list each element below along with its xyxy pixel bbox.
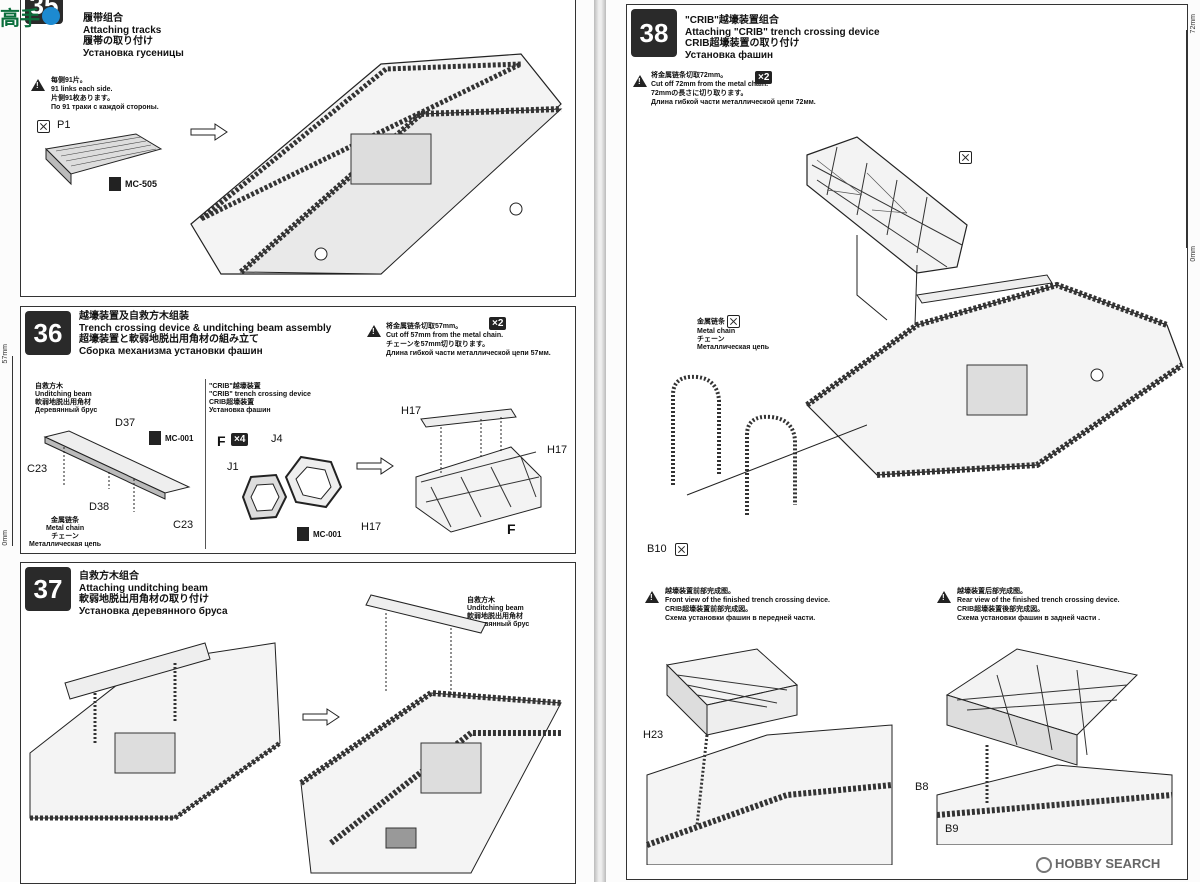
title-jp: 履帯の取り付け bbox=[83, 36, 153, 47]
part-h17-top: H17 bbox=[401, 405, 422, 417]
f-quantity-badge: ×4 bbox=[231, 433, 249, 446]
title-en: Attaching tracks bbox=[83, 24, 162, 36]
crib-device-illustration bbox=[806, 136, 968, 274]
quantity-badge: ×2 bbox=[489, 317, 507, 330]
watermark-logo: 高手 bbox=[0, 4, 60, 30]
unditching-beam-label: 自救方木 Unditching beam 軟弱地脱出用角材 Деревянный… bbox=[467, 597, 530, 628]
arrow-icon bbox=[190, 123, 228, 141]
cut-icon bbox=[959, 151, 972, 164]
arrow-icon bbox=[356, 457, 394, 475]
part-p1: P1 bbox=[57, 119, 71, 131]
crib-end-frames-illustration bbox=[241, 455, 343, 521]
step-37-panel: 37 自救方木组合 Attaching unditching beam 軟弱地脱… bbox=[20, 562, 576, 884]
warning-icon bbox=[645, 591, 659, 603]
hobby-search-icon bbox=[1036, 856, 1052, 873]
part-f: F bbox=[507, 521, 516, 537]
ruler-line-left bbox=[12, 356, 13, 546]
track-links-illustration bbox=[44, 133, 163, 186]
step-37-title: 自救方木组合 Attaching unditching beam 軟弱地脱出用角… bbox=[79, 571, 228, 617]
title-cn: 履带组合 bbox=[83, 13, 123, 24]
ruler-0mm-left: 0mm bbox=[2, 530, 9, 546]
ruler-line-right bbox=[1186, 30, 1187, 248]
quantity-badge: ×2 bbox=[755, 71, 773, 84]
step-36-number: 36 bbox=[25, 311, 71, 355]
part-b9: B9 bbox=[945, 823, 959, 835]
part-d38: D38 bbox=[89, 501, 110, 513]
glue-icon bbox=[109, 177, 121, 191]
crib-label: "CRIB"越壕装置 "CRIB" trench crossing device… bbox=[209, 383, 311, 414]
step-35-title: 履带组合 Attaching tracks 履帯の取り付け Установка … bbox=[83, 13, 184, 59]
tank-with-tracks-illustration bbox=[190, 53, 563, 275]
glue-icon bbox=[149, 431, 161, 445]
unditching-beam-label: 自救方木 Unditching beam 軟弱地脱出用角材 Деревянный… bbox=[35, 383, 98, 414]
part-h17-bottom: H17 bbox=[361, 521, 382, 533]
ruler-57mm: 57mm bbox=[2, 344, 9, 364]
title-ru: Установка гусеницы bbox=[83, 47, 184, 59]
part-c23-left: C23 bbox=[27, 463, 48, 475]
warning-icon bbox=[31, 79, 45, 91]
step-36-panel: 36 越壕装置及自救方木组装 Trench crossing device & … bbox=[20, 306, 576, 554]
warning-icon bbox=[633, 75, 647, 87]
step-36-note: 将金属链条切取57mm。 Cut off 57mm from the metal… bbox=[386, 323, 551, 357]
glue-label: MC-001 bbox=[165, 434, 194, 443]
step-38-panel: 38 "CRIB"越壕装置组合 Attaching "CRIB" trench … bbox=[626, 4, 1188, 880]
hobby-search-logo: HOBBY SEARCH bbox=[1036, 856, 1160, 873]
step-38-number: 38 bbox=[631, 9, 677, 57]
tank-with-beam-illustration bbox=[299, 594, 562, 874]
glue-label: MC-001 bbox=[313, 530, 342, 539]
rear-view-illustration bbox=[936, 648, 1173, 845]
chain-guide-lines bbox=[856, 235, 918, 325]
step-35-panel: 履带组合 Attaching tracks 履帯の取り付け Установка … bbox=[20, 0, 576, 297]
crib-assembled-illustration bbox=[415, 408, 542, 533]
f-parts-label: F bbox=[217, 433, 226, 449]
watermark-globe-icon bbox=[42, 7, 60, 25]
book-gutter bbox=[594, 0, 606, 882]
tank-hull-illustration bbox=[805, 274, 1184, 478]
step-37-number: 37 bbox=[25, 567, 71, 611]
step-38-note: 将金属链条切取72mm。 Cut off 72mm from the metal… bbox=[651, 72, 816, 106]
front-view-note: 越壕装置前部完成图。 Front view of the finished tr… bbox=[665, 588, 830, 622]
divider bbox=[205, 379, 206, 549]
part-b8: B8 bbox=[915, 781, 929, 793]
metal-chain-label: 金属链条 Metal chain チェーン Металлическая цепь bbox=[697, 315, 769, 352]
step-35-note: 每侧91片。 91 links each side. 片側91枚あります。 По… bbox=[51, 77, 159, 111]
part-j4: J4 bbox=[271, 433, 283, 445]
front-view-illustration bbox=[645, 648, 893, 865]
cut-icon bbox=[37, 120, 50, 133]
part-c23-right: C23 bbox=[173, 519, 194, 531]
rear-view-note: 越壕装置后部完成图。 Rear view of the finished tre… bbox=[957, 588, 1120, 622]
cut-icon bbox=[675, 543, 688, 556]
ruler-72mm: 72mm bbox=[1190, 14, 1197, 34]
part-d37: D37 bbox=[115, 417, 136, 429]
glue-label: MC-505 bbox=[125, 179, 158, 189]
right-page: 38 "CRIB"越壕装置组合 Attaching "CRIB" trench … bbox=[606, 0, 1200, 882]
metal-chain-label: 金属链条 Metal chain チェーン Металлическая цепь bbox=[29, 517, 102, 548]
beam-assembly-illustration bbox=[43, 430, 191, 512]
part-h17-right: H17 bbox=[547, 444, 568, 456]
left-page: 履带组合 Attaching tracks 履帯の取り付け Установка … bbox=[0, 0, 594, 884]
tank-front-closeup-illustration bbox=[29, 642, 282, 821]
cut-icon bbox=[726, 315, 740, 328]
metal-chains-illustration bbox=[671, 374, 867, 515]
arrow-icon bbox=[302, 708, 340, 726]
glue-icon bbox=[297, 527, 309, 541]
part-b10: B10 bbox=[647, 543, 667, 555]
part-j1: J1 bbox=[227, 461, 239, 473]
step-36-title: 越壕装置及自救方木组装 Trench crossing device & und… bbox=[79, 311, 332, 357]
part-h23: H23 bbox=[643, 729, 664, 741]
warning-icon bbox=[937, 591, 951, 603]
warning-icon bbox=[367, 325, 381, 337]
ruler-0mm-right: 0mm bbox=[1190, 246, 1197, 262]
step-38-title: "CRIB"越壕装置组合 Attaching "CRIB" trench cro… bbox=[685, 15, 880, 61]
